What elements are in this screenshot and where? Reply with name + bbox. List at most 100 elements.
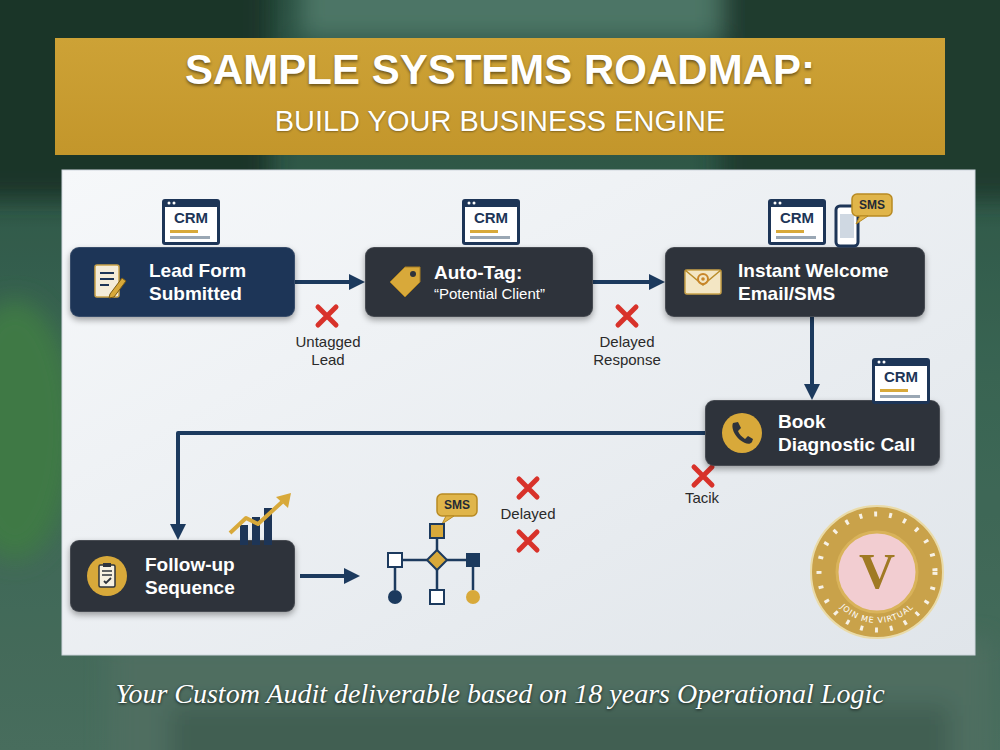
crm-badge bbox=[878, 361, 881, 364]
title-banner bbox=[55, 38, 945, 155]
label-box: Delayed Response bbox=[576, 333, 678, 369]
clipboard-icon bbox=[87, 556, 127, 596]
failure-cross bbox=[618, 307, 636, 325]
sms-bubble-text: SMS bbox=[437, 497, 477, 513]
flowchart-icon bbox=[442, 516, 454, 524]
crm-badge bbox=[771, 207, 823, 242]
crm-badge bbox=[168, 202, 171, 205]
failure-cross bbox=[318, 307, 336, 325]
flow-connector bbox=[593, 280, 657, 284]
failure-cross bbox=[519, 479, 537, 497]
node-label: Book Diagnostic Call bbox=[778, 410, 921, 456]
diagram-caption: Your Custom Audit deliverable based on 1… bbox=[20, 677, 980, 711]
node-label: Lead Form Submitted bbox=[149, 259, 284, 305]
flowchart-icon bbox=[388, 494, 480, 604]
failure-cross bbox=[519, 532, 537, 550]
crm-badge bbox=[880, 395, 920, 398]
failure-note: Tacik bbox=[670, 489, 734, 507]
clipboard-icon bbox=[99, 565, 115, 587]
flow-arrow bbox=[300, 574, 352, 578]
brand-logo bbox=[837, 532, 917, 612]
crm-badge bbox=[162, 199, 220, 245]
crm-badge bbox=[162, 199, 220, 245]
flowchart-icon bbox=[395, 538, 473, 590]
phone-icon bbox=[722, 413, 762, 453]
label-box: Tacik bbox=[670, 489, 734, 507]
mobile-phone-icon bbox=[840, 214, 854, 238]
label-box: SMS bbox=[437, 497, 477, 513]
crm-badge bbox=[774, 202, 777, 205]
flowchart-icon bbox=[427, 550, 447, 570]
crm-badge bbox=[462, 199, 520, 245]
tag-icon bbox=[390, 267, 420, 297]
crm-badge bbox=[776, 236, 816, 239]
crm-badge bbox=[173, 202, 176, 205]
brand-logo: JOIN ME VIRTUAL bbox=[811, 506, 943, 638]
document-icon bbox=[109, 278, 126, 298]
flowchart-icon bbox=[436, 570, 439, 590]
flowchart-icon bbox=[466, 590, 480, 604]
flowchart-icon bbox=[472, 567, 475, 590]
clipboard-icon bbox=[103, 563, 111, 567]
mobile-phone-icon bbox=[836, 194, 892, 246]
label-box: BUILD YOUR BUSINESS ENGINE bbox=[55, 104, 945, 138]
label-box: CRM bbox=[875, 368, 927, 386]
growth-chart-icon bbox=[230, 502, 282, 533]
crm-badge bbox=[470, 236, 510, 239]
node-sublabel: “Potential Client” bbox=[434, 284, 582, 303]
crm-badge bbox=[470, 230, 498, 233]
logo-ring-text: JOIN ME VIRTUAL bbox=[838, 601, 916, 625]
document-icon bbox=[95, 265, 126, 298]
sms-bubble-text: SMS bbox=[852, 197, 892, 213]
growth-chart-icon bbox=[230, 493, 291, 545]
diagram-title: SAMPLE SYSTEMS ROADMAP: bbox=[55, 46, 945, 94]
label-box: SMS bbox=[852, 197, 892, 213]
crm-badge bbox=[165, 207, 217, 242]
envelope-icon bbox=[701, 277, 705, 281]
flowchart-icon bbox=[388, 553, 402, 567]
diagram-panel bbox=[62, 170, 975, 655]
failure-cross bbox=[318, 307, 712, 550]
envelope-icon bbox=[685, 270, 721, 294]
failure-note: Delayed bbox=[488, 505, 568, 523]
tag-icon bbox=[410, 271, 416, 277]
brand-logo bbox=[819, 514, 935, 630]
label-box: CRM bbox=[465, 209, 517, 227]
flowchart-icon bbox=[436, 538, 439, 550]
crm-badge bbox=[779, 202, 782, 205]
growth-chart-icon bbox=[276, 493, 291, 508]
failure-note: Delayed Response bbox=[576, 333, 678, 369]
label-box: CRM bbox=[771, 209, 823, 227]
crm-badge bbox=[170, 230, 198, 233]
clipboard-icon bbox=[104, 578, 111, 583]
node-label: Auto-Tag: bbox=[434, 261, 582, 284]
envelope-icon bbox=[685, 270, 721, 294]
crm-badge bbox=[768, 199, 826, 245]
flowchart-icon bbox=[394, 567, 397, 590]
caption-box: Your Custom Audit deliverable based on 1… bbox=[20, 677, 980, 711]
title-box: SAMPLE SYSTEMS ROADMAP: bbox=[55, 46, 945, 94]
crm-badge-text: CRM bbox=[875, 368, 927, 386]
flowchart-icon bbox=[430, 590, 444, 604]
crm-badge bbox=[776, 230, 804, 233]
brand-logo bbox=[811, 506, 943, 638]
crm-badge-text: CRM bbox=[465, 209, 517, 227]
flowchart-icon bbox=[447, 559, 466, 562]
failure-note: Untagged Lead bbox=[282, 333, 374, 369]
flow-connector bbox=[810, 317, 814, 392]
flowchart-icon bbox=[388, 590, 402, 604]
crm-badge bbox=[462, 199, 520, 245]
flowchart-icon bbox=[402, 559, 427, 562]
crm-badge bbox=[468, 202, 471, 205]
crm-badge bbox=[473, 202, 476, 205]
node-label: Follow-up Sequence bbox=[145, 553, 284, 599]
flowchart-icon bbox=[430, 524, 444, 538]
flowchart-icon bbox=[466, 553, 480, 567]
clipboard-icon bbox=[102, 571, 112, 575]
label-box: Delayed bbox=[488, 505, 568, 523]
phone-icon bbox=[732, 422, 753, 444]
logo-ring-text: JOIN ME VIRTUAL bbox=[838, 601, 916, 625]
